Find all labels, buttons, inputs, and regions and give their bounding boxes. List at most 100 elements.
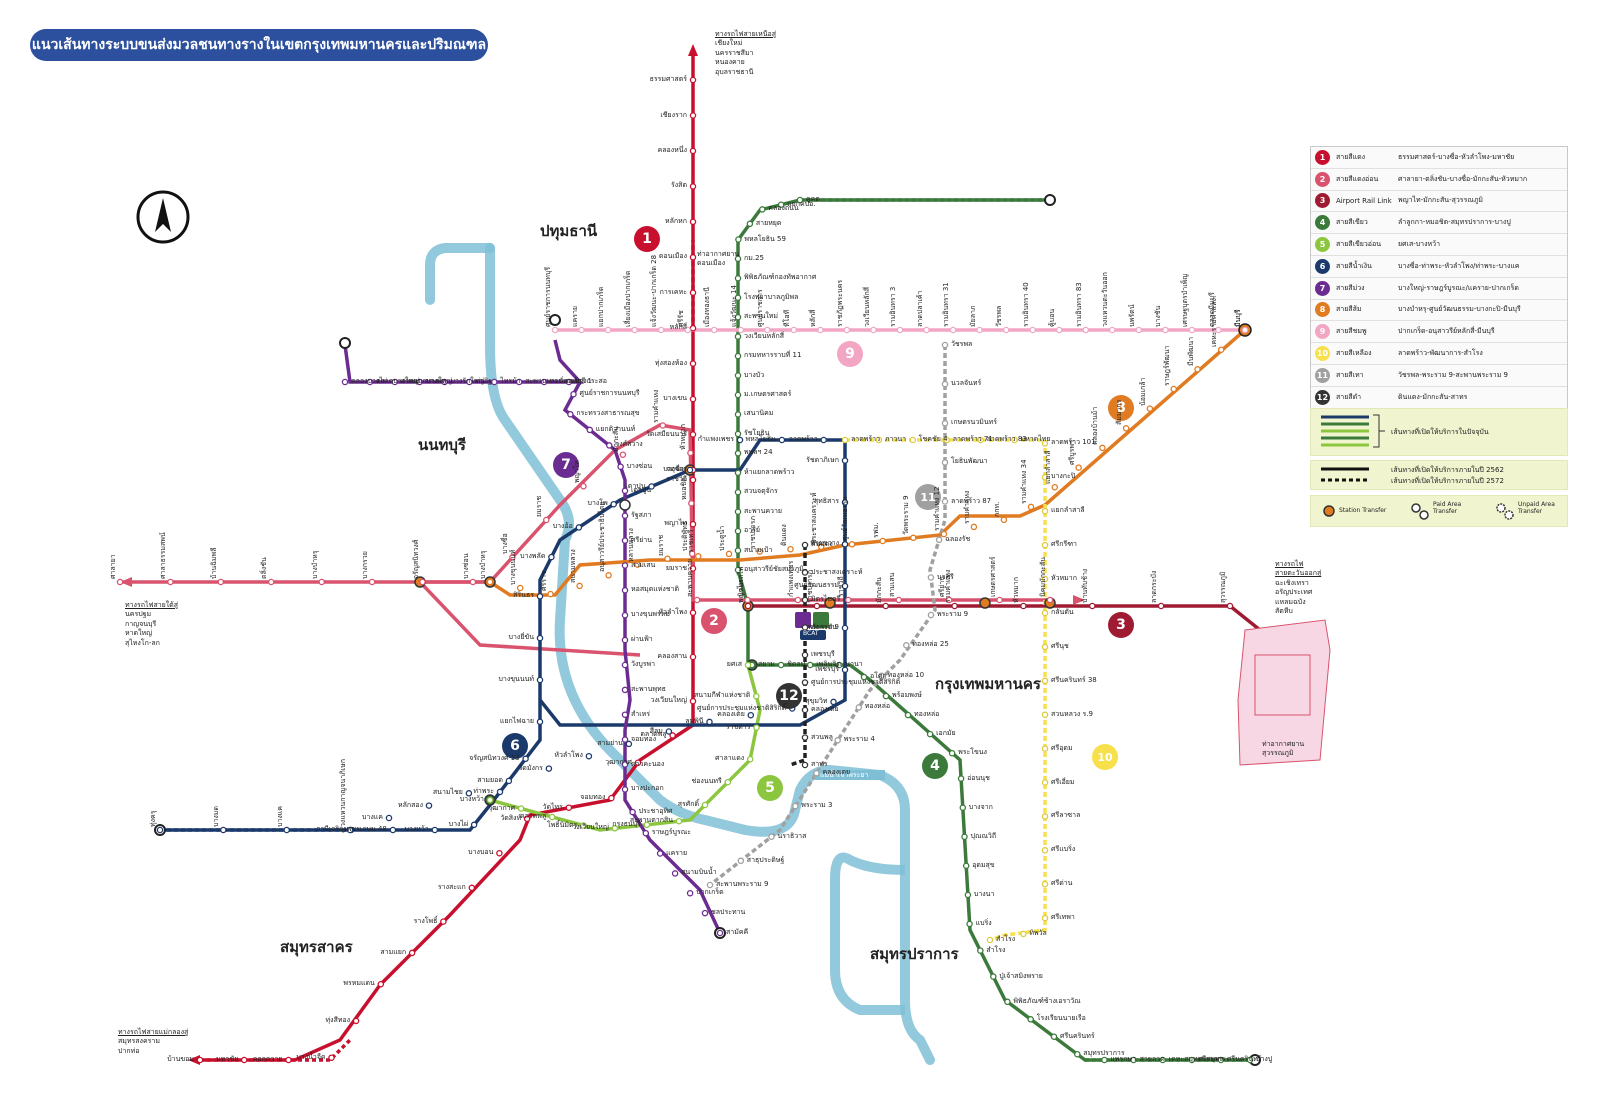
- station-dot[interactable]: [841, 436, 849, 444]
- station-label[interactable]: เพชรบุรี: [815, 664, 839, 673]
- station-dot[interactable]: [631, 326, 638, 334]
- station-label[interactable]: รามคำแหง 34: [1020, 459, 1028, 504]
- station-label[interactable]: ทองหล่อ: [864, 702, 891, 711]
- station-dot[interactable]: [734, 333, 742, 340]
- station-dot[interactable]: [565, 804, 573, 811]
- station-dot[interactable]: [841, 624, 849, 632]
- station-label[interactable]: ศูนย์การประชุมแห่งชาติสิริกิติ์: [811, 677, 901, 686]
- station-label[interactable]: ราษฎร์พัฒนา: [1162, 345, 1171, 386]
- station-label[interactable]: แคราย: [666, 848, 688, 857]
- station-label[interactable]: คลองสาน: [657, 652, 687, 660]
- station-label[interactable]: นิคมมักกะสัน: [1039, 557, 1047, 597]
- station-label[interactable]: พหลโยธิน: [745, 435, 776, 443]
- station-dot[interactable]: [491, 378, 498, 386]
- station-dot[interactable]: [366, 378, 374, 386]
- station-dot[interactable]: [753, 692, 760, 700]
- station-dot[interactable]: [855, 704, 863, 711]
- station-dot[interactable]: [621, 587, 629, 594]
- station-label[interactable]: ผ่านฟ้า: [631, 635, 653, 644]
- station-label[interactable]: พระราม 4: [843, 735, 875, 744]
- station-label[interactable]: ราษฎร์บูรณะ: [651, 828, 692, 837]
- station-dot[interactable]: [701, 909, 709, 917]
- station-label[interactable]: สัมมากร: [1115, 399, 1124, 426]
- station-label[interactable]: บางยี่ขัน: [508, 633, 534, 642]
- station-dot[interactable]: [689, 697, 697, 705]
- station-dot[interactable]: [509, 554, 516, 561]
- station-label[interactable]: สามแยกบางใหญ่: [400, 377, 453, 385]
- station-label[interactable]: วงเวียนหลักสี่: [862, 287, 871, 327]
- station-dot[interactable]: [517, 805, 525, 812]
- station-dot[interactable]: [734, 508, 742, 515]
- station-dot[interactable]: [469, 578, 477, 586]
- station-label[interactable]: สำโรง: [986, 945, 1006, 954]
- station-dot[interactable]: [1020, 602, 1027, 610]
- station-label[interactable]: จรัญสนิทวงศ์: [411, 539, 420, 579]
- station-label[interactable]: ศรีย่าน: [631, 535, 653, 544]
- station-dot[interactable]: [608, 794, 615, 802]
- station-label[interactable]: สุวรรณภูมิ: [1219, 571, 1227, 603]
- station-dot[interactable]: [240, 1056, 248, 1064]
- station-label[interactable]: บางหว้า: [459, 795, 484, 803]
- station-label[interactable]: ศรีเทพา: [1051, 913, 1075, 922]
- station-dot[interactable]: [220, 826, 227, 834]
- station-dot[interactable]: [1101, 1056, 1108, 1064]
- station-label[interactable]: ศรีเอี่ยม: [1051, 777, 1075, 786]
- station-dot[interactable]: [625, 740, 633, 748]
- station-label[interactable]: บางกระสอ: [574, 377, 607, 385]
- station-dot[interactable]: [817, 326, 824, 334]
- station-dot[interactable]: [543, 516, 550, 524]
- station-label[interactable]: ห้าแยกลาดพร้าว: [744, 467, 795, 476]
- station-dot[interactable]: [744, 602, 752, 610]
- station-label[interactable]: เกษตรนวมินทร์: [951, 418, 998, 427]
- station-label[interactable]: แจ้งวัฒนะ 14: [729, 285, 738, 327]
- station-label[interactable]: ศรีอุดม: [1051, 743, 1073, 752]
- station-label[interactable]: พิพิธภัณฑ์กองทัพอากาศ: [744, 273, 817, 282]
- station-label[interactable]: หัวหมาก: [679, 423, 688, 450]
- station-label[interactable]: ศรีนครินทร์: [1226, 1055, 1262, 1063]
- station-label[interactable]: แพรกษา: [1110, 1055, 1137, 1063]
- station-label[interactable]: สวนหลวง ร.9: [1051, 709, 1093, 718]
- station-label[interactable]: คลองบางไผ่: [351, 377, 388, 385]
- station-dot[interactable]: [689, 147, 697, 155]
- station-label[interactable]: สาทร: [811, 760, 828, 768]
- station-label[interactable]: สะพานพระราม 9: [716, 880, 769, 888]
- station-label[interactable]: ลาดพร้าว 71: [952, 435, 993, 443]
- station-dot[interactable]: [621, 661, 629, 669]
- station-label[interactable]: วัดไทร: [542, 802, 563, 811]
- station-label[interactable]: หัวลำโพง: [658, 607, 687, 616]
- station-dot[interactable]: [634, 561, 641, 568]
- station-label[interactable]: ลาดพร้าว 87: [951, 496, 992, 505]
- station-label[interactable]: โรงพยาบาลภูมิพล: [744, 292, 799, 301]
- station-dot[interactable]: [1246, 1056, 1254, 1064]
- station-dot[interactable]: [634, 759, 642, 766]
- station-label[interactable]: คูคต: [806, 195, 820, 203]
- station-dot[interactable]: [536, 634, 544, 642]
- station-label[interactable]: บางกะปิ: [1051, 472, 1076, 481]
- station-label[interactable]: ประชาสงเคราะห์: [811, 567, 863, 576]
- station-label[interactable]: ราชดำริ: [725, 722, 751, 731]
- station-label[interactable]: ทองหล่อ: [914, 710, 940, 719]
- station-dot[interactable]: [734, 430, 742, 438]
- station-dot[interactable]: [689, 289, 697, 296]
- station-dot[interactable]: [283, 826, 290, 834]
- station-label[interactable]: รามคำแหง: [651, 389, 660, 423]
- station-dot[interactable]: [441, 378, 448, 386]
- station-dot[interactable]: [425, 802, 433, 809]
- station-label[interactable]: เมืองทองธานี: [703, 287, 712, 327]
- station-label[interactable]: แยกลำสาลี: [1051, 506, 1085, 515]
- station-dot[interactable]: [768, 833, 775, 840]
- station-dot[interactable]: [943, 436, 950, 444]
- station-label[interactable]: ลาดพร้าว 101: [1051, 438, 1096, 447]
- station-label[interactable]: ราชภัฏพระนคร: [835, 279, 844, 327]
- station-dot[interactable]: [1215, 326, 1222, 334]
- station-label[interactable]: ปู่เจ้าสมิงพราย: [999, 971, 1043, 980]
- station-dot[interactable]: [926, 730, 934, 738]
- station-dot[interactable]: [642, 829, 650, 837]
- station-label[interactable]: มักกะสัน: [811, 622, 837, 631]
- station-label[interactable]: หลักหก: [665, 216, 687, 225]
- station-dot[interactable]: [486, 796, 494, 804]
- station-label[interactable]: นวลจันทร์: [951, 379, 982, 388]
- station-label[interactable]: บ้านฉิมพลี: [209, 547, 218, 579]
- station-dot[interactable]: [440, 918, 447, 925]
- station-label[interactable]: อนุสาวรีย์ชัยสมรภูมิ: [744, 565, 804, 573]
